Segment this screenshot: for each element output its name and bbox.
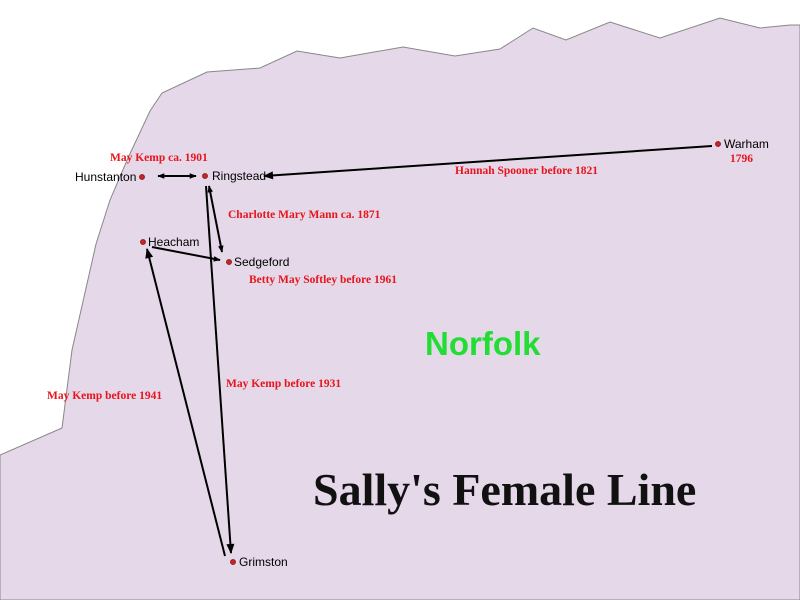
arrow-grimston-heacham [145,248,226,557]
region-label-norfolk: Norfolk [425,325,541,362]
town-label-sedgeford: Sedgeford [234,255,289,269]
town-dot-ringstead [202,173,208,179]
arrow-ringstead-grimston [205,185,235,554]
town-dot-grimston [230,559,236,565]
route-label-may-kemp-1941: May Kemp before 1941 [47,390,162,402]
town-label-heacham: Heacham [148,235,199,249]
town-dot-heacham [140,239,146,245]
town-label-hunstanton: Hunstanton [75,170,136,184]
map-title: Sally's Female Line [313,464,696,515]
town-dot-sedgeford [226,259,232,265]
arrow-warham-ringstead [263,145,713,180]
town-label-grimston: Grimston [239,555,288,569]
arrow-ringstead-sedgeford [207,185,224,253]
town-label-warham: Warham [724,137,769,151]
route-label-charlotte-mary-mann: Charlotte Mary Mann ca. 1871 [228,209,381,221]
route-label-betty-may-softley: Betty May Softley before 1961 [249,274,397,286]
town-dot-hunstanton [139,174,145,180]
arrow-heacham-sedgeford [151,246,221,262]
route-label-hannah-spooner: Hannah Spooner before 1821 [455,165,598,177]
town-label-ringstead: Ringstead [212,169,266,183]
warham-year-label: 1796 [730,153,753,165]
town-dot-warham [715,141,721,147]
route-label-may-kemp-1901: May Kemp ca. 1901 [110,152,208,164]
route-label-may-kemp-1931: May Kemp before 1931 [226,378,341,390]
